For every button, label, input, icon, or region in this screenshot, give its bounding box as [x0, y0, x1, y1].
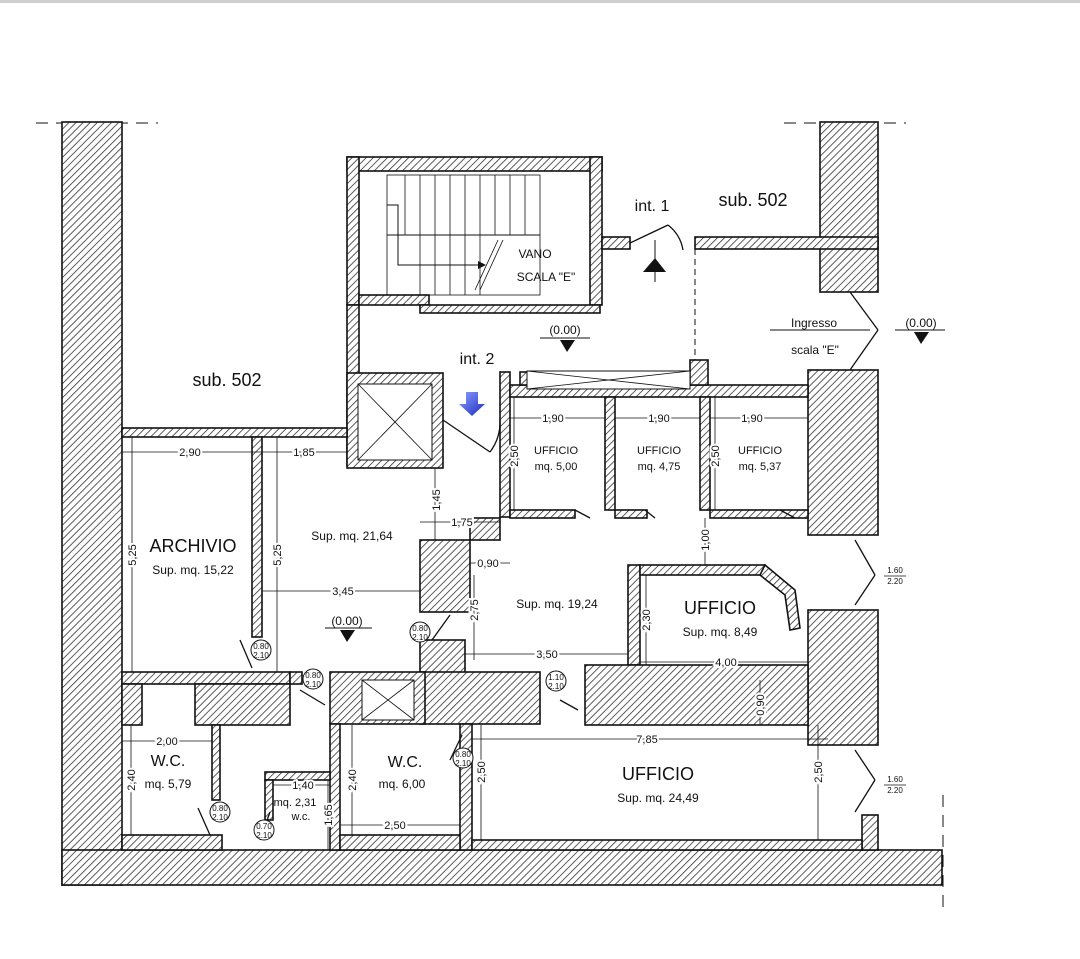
svg-text:1.60: 1.60	[887, 775, 903, 784]
label-int2: int. 2	[460, 351, 495, 368]
level-label: (0.00)	[905, 316, 936, 330]
level-label: (0.00)	[331, 614, 362, 628]
dim: 3,50	[536, 649, 557, 661]
dim: 2,00	[156, 736, 177, 748]
label-ingresso: Ingresso	[791, 316, 837, 330]
label-sub-left: sub. 502	[192, 370, 261, 390]
entrance-arrow-icon	[459, 392, 485, 416]
staircase	[386, 174, 541, 296]
room-hall-area: Sup. mq. 21,64	[311, 529, 393, 543]
room-wc1-area: mq. 5,79	[145, 777, 192, 791]
dim: 1,90	[741, 413, 762, 425]
door-tag: 0.802.10	[452, 747, 474, 769]
dim: 1,45	[431, 489, 443, 510]
room-ufficio5-name: UFFICIO	[622, 764, 694, 784]
door-tag: 0.802.10	[209, 801, 231, 823]
room-ufficio1-name: UFFICIO	[534, 445, 578, 457]
svg-text:2.10: 2.10	[548, 682, 564, 691]
dim: 4,00	[715, 657, 736, 669]
dim: 7,85	[636, 734, 657, 746]
svg-text:0.80: 0.80	[455, 750, 471, 759]
dim: 0,90	[477, 558, 498, 570]
dim: 2,90	[179, 447, 200, 459]
room-ufficio2-name: UFFICIO	[637, 445, 681, 457]
svg-text:2.10: 2.10	[256, 831, 272, 840]
dim: 2,40	[126, 769, 138, 790]
dim: 2,50	[509, 445, 521, 466]
label-int1: int. 1	[635, 198, 670, 215]
dim: 5,25	[272, 544, 284, 565]
door-tags: 0.802.10 0.802.10 0.802.10 0.802.10 0.80…	[209, 566, 906, 841]
room-archivio-name: ARCHIVIO	[149, 536, 236, 556]
dim: 1,00	[700, 529, 712, 550]
room-ufficio3-name: UFFICIO	[738, 445, 782, 457]
dimension-labels: 2,90 1,85 3,45 1,75 0,90 3,50 1,90 1,90 …	[124, 411, 827, 834]
label-scala: SCALA "E"	[517, 270, 576, 284]
svg-text:2.20: 2.20	[887, 786, 903, 795]
room-ufficio5-area: Sup. mq. 24,49	[617, 791, 699, 805]
dim: 5,25	[127, 544, 139, 565]
svg-text:2.10: 2.10	[305, 680, 321, 689]
dim: 1,85	[293, 447, 314, 459]
svg-text:0.80: 0.80	[253, 642, 269, 651]
door-tag: 1.102.10	[545, 670, 567, 692]
svg-text:1.10: 1.10	[548, 673, 564, 682]
top-border	[0, 0, 1080, 3]
room-wc3-name: W.C.	[388, 754, 423, 771]
room-ufficio1-area: mq. 5,00	[535, 461, 578, 473]
room-wc3-area: mq. 6,00	[379, 777, 426, 791]
svg-text:2.10: 2.10	[212, 813, 228, 822]
door-tag: 0.802.10	[250, 639, 272, 661]
dim: 2,50	[476, 761, 488, 782]
dim: 2,50	[384, 820, 405, 832]
dim: 1,90	[648, 413, 669, 425]
door-tag: 0.802.10	[409, 621, 431, 643]
svg-text:2.10: 2.10	[455, 759, 471, 768]
level-markers	[325, 240, 945, 642]
dim: 2,50	[710, 445, 722, 466]
svg-text:0.80: 0.80	[305, 671, 321, 680]
svg-text:1.60: 1.60	[887, 566, 903, 575]
label-sub-right: sub. 502	[718, 190, 787, 210]
dim: 1,90	[542, 413, 563, 425]
room-wc2-area: mq. 2,31	[274, 797, 317, 809]
svg-text:0.80: 0.80	[212, 804, 228, 813]
door-tag: 0.802.10	[302, 668, 324, 690]
dim: 0,90	[755, 694, 767, 715]
room-wc2-name: w.c.	[291, 811, 311, 823]
walls	[61, 121, 943, 886]
door-tag: 1.60 2.20	[884, 566, 906, 586]
svg-text:0.70: 0.70	[256, 822, 272, 831]
dim: 1,75	[451, 517, 472, 529]
dim: 2,50	[813, 761, 825, 782]
level-label: (0.00)	[549, 323, 580, 337]
door-tag: 1.60 2.20	[884, 775, 906, 795]
svg-text:2.10: 2.10	[412, 633, 428, 642]
room-wc1-name: W.C.	[151, 753, 186, 770]
dim: 2,30	[641, 609, 653, 630]
svg-text:2.10: 2.10	[253, 651, 269, 660]
room-ufficio2-area: mq. 4,75	[638, 461, 681, 473]
room-ufficio4-name: UFFICIO	[684, 598, 756, 618]
door-tag: 0.702.10	[253, 819, 275, 841]
dim: 2,40	[347, 769, 359, 790]
label-vano: VANO	[518, 247, 551, 261]
room-archivio-area: Sup. mq. 15,22	[152, 563, 234, 577]
dim: 1,65	[323, 804, 335, 825]
svg-text:0.80: 0.80	[412, 624, 428, 633]
svg-text:2.20: 2.20	[887, 577, 903, 586]
room-ufficio4-area: Sup. mq. 8,49	[683, 625, 758, 639]
dim: 1,40	[292, 780, 313, 792]
dimension-lines	[122, 397, 828, 850]
room-ufficio3-area: mq. 5,37	[739, 461, 782, 473]
room-corridor-area: Sup. mq. 19,24	[516, 597, 598, 611]
label-ingresso-scala: scala "E"	[791, 343, 839, 357]
dim: 2,75	[469, 599, 481, 620]
doors	[197, 224, 879, 841]
dim: 3,45	[332, 586, 353, 598]
